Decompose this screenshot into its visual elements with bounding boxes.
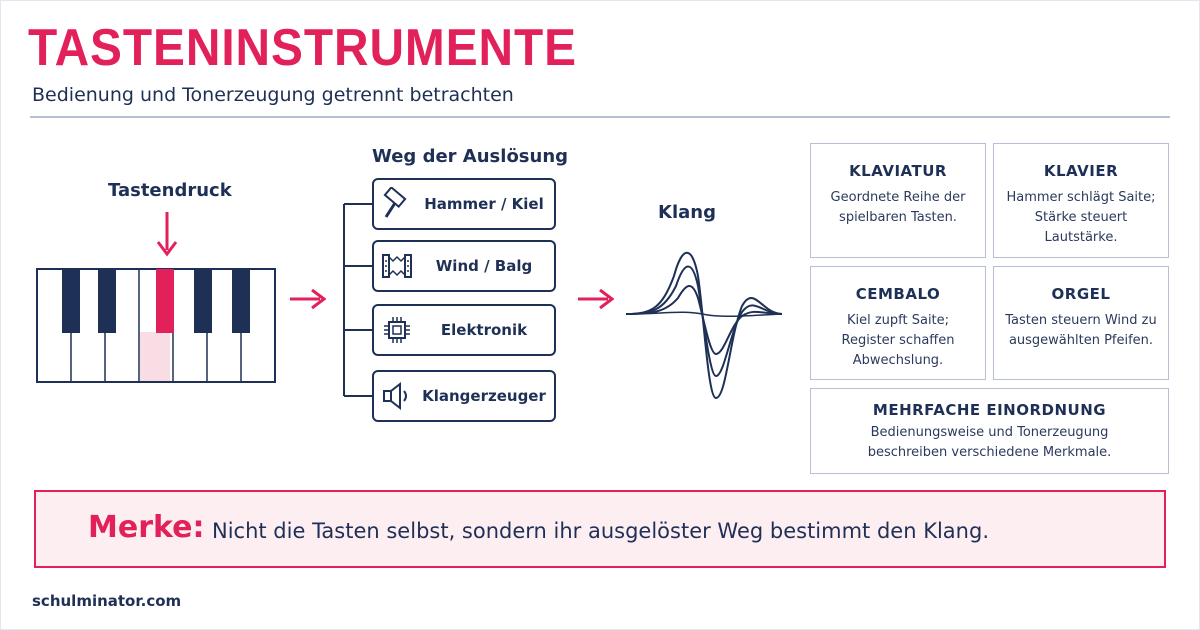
path-sound-generator: Klangerzeuger: [372, 370, 556, 422]
card-line: spielbaren Tasten.: [839, 210, 957, 225]
keyboard-icon: [36, 268, 276, 383]
chip-icon: [374, 314, 420, 346]
card-orgel: ORGEL Tasten steuern Wind zu ausgewählte…: [993, 266, 1169, 380]
bellows-icon: [374, 251, 420, 281]
card-line: Kiel zupft Saite;: [846, 313, 950, 328]
card-title: KLAVIER: [1043, 162, 1119, 180]
note-label: Merke:: [88, 510, 205, 545]
card-line: Stärke steuert: [1034, 210, 1128, 225]
keypress-label: Tastendruck: [108, 180, 232, 201]
path-electronics: Elektronik: [372, 304, 556, 356]
note-text: Nicht die Tasten selbst, sondern ihr aus…: [212, 519, 989, 543]
keypress-arrow-icon: [156, 212, 178, 257]
card-klaviatur: KLAVIATUR Geordnete Reihe der spielbaren…: [810, 143, 986, 258]
note-box: Merke: Nicht die Tasten selbst, sondern …: [34, 490, 1166, 568]
path-wind: Wind / Balg: [372, 240, 556, 292]
path-label: Hammer / Kiel: [424, 195, 544, 213]
card-line: Register schaffen: [841, 333, 955, 348]
card-line: Tasten steuern Wind zu: [1005, 313, 1157, 328]
card-line: Abwechslung.: [852, 353, 944, 368]
card-line: Lautstärke.: [1044, 230, 1118, 245]
path-label: Klangerzeuger: [422, 387, 546, 405]
card-klavier: KLAVIER Hammer schlägt Saite; Stärke ste…: [993, 143, 1169, 258]
path-label: Wind / Balg: [435, 257, 533, 275]
sound-label: Klang: [658, 202, 716, 223]
card-title: ORGEL: [1051, 285, 1111, 303]
speaker-icon: [374, 380, 420, 412]
hammer-icon: [374, 187, 420, 221]
card-line: ausgewählten Pfeifen.: [1008, 333, 1154, 348]
card-text: Geordnete Reihe der spielbaren Tasten.: [811, 188, 985, 228]
card-title: KLAVIATUR: [849, 162, 947, 180]
page-subtitle: Bedienung und Tonerzeugung getrennt betr…: [32, 84, 514, 106]
card-title: CEMBALO: [855, 285, 941, 303]
card-title: MEHRFACHE EINORDNUNG: [872, 401, 1107, 419]
arrow-to-paths-icon: [290, 288, 327, 310]
card-line: Geordnete Reihe der: [830, 190, 966, 205]
card-line: Hammer schlägt Saite;: [1006, 190, 1156, 205]
waveform-icon: [625, 251, 783, 400]
paths-title: Weg der Auslösung: [372, 146, 569, 167]
card-text: Kiel zupft Saite; Register schaffen Abwe…: [811, 311, 985, 371]
arrow-to-sound-icon: [578, 288, 615, 310]
card-multiple-classification: MEHRFACHE EINORDNUNG Bedienungsweise und…: [810, 388, 1169, 474]
path-label: Elektronik: [440, 321, 528, 339]
header-divider: [30, 116, 1170, 118]
card-text: Bedienungsweise und Tonerzeugung beschre…: [811, 423, 1168, 463]
page-title: TASTENINSTRUMENTE: [28, 19, 577, 77]
card-cembalo: CEMBALO Kiel zupft Saite; Register schaf…: [810, 266, 986, 380]
card-line: Bedienungsweise und Tonerzeugung: [870, 425, 1109, 440]
card-text: Hammer schlägt Saite; Stärke steuert Lau…: [994, 188, 1168, 248]
footer-source: schulminator.com: [32, 592, 182, 610]
paths-bracket: [343, 203, 372, 397]
path-hammer: Hammer / Kiel: [372, 178, 556, 230]
card-line: beschreiben verschiedene Merkmale.: [867, 445, 1112, 460]
card-text: Tasten steuern Wind zu ausgewählten Pfei…: [994, 311, 1168, 351]
